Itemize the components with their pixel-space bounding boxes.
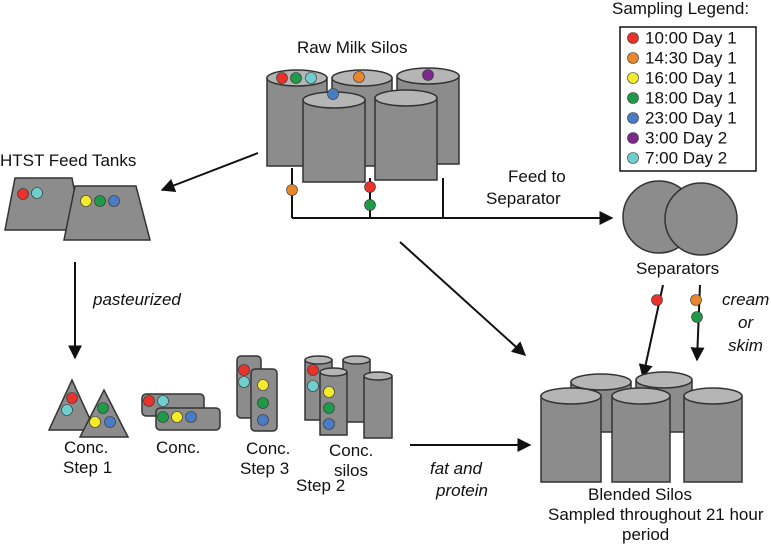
feed-to-label-line1: Feed to [508, 167, 566, 186]
sample-dot [157, 411, 169, 423]
legend-swatch [627, 132, 639, 144]
sample-dot [157, 395, 169, 407]
legend-swatch [627, 72, 639, 84]
htst-tanks [4, 177, 151, 241]
fat-protein-label-1: fat and [430, 459, 483, 478]
sample-dot [353, 71, 365, 83]
conc-silos-label-b: silos [334, 461, 368, 480]
sample-dot [171, 411, 183, 423]
sample-dot [257, 379, 269, 391]
skim-label: skim [728, 336, 763, 355]
legend-item-label: 7:00 Day 2 [645, 149, 727, 168]
sample-dots [17, 69, 703, 430]
conc-step3-label-b: Step 3 [240, 459, 289, 478]
sample-dot [307, 380, 319, 392]
sample-dot [323, 418, 335, 430]
sample-dot [143, 395, 155, 407]
legend-swatch [627, 112, 639, 124]
legend-swatch [627, 32, 639, 44]
legend-item-label: 14:30 Day 1 [645, 49, 737, 68]
sample-dot [305, 72, 317, 84]
sample-dot [66, 392, 78, 404]
sample-dot [323, 402, 335, 414]
blended-label-1: Blended Silos [588, 485, 692, 504]
raw-milk-silos [266, 67, 460, 183]
sample-dot [104, 416, 116, 428]
sample-dot [61, 404, 73, 416]
legend-item-label: 10:00 Day 1 [645, 29, 737, 48]
sampling-legend: Sampling Legend: 10:00 Day 114:30 Day 11… [612, 0, 757, 172]
sample-dot [94, 195, 106, 207]
separators [622, 180, 738, 256]
sample-dot [17, 188, 29, 200]
legend-swatch [627, 52, 639, 64]
conc-step1-label-a: Conc. [64, 438, 108, 457]
sample-dot [651, 294, 663, 306]
conc-silos-label-a: Conc. [329, 441, 373, 460]
sample-dot [286, 184, 298, 196]
sample-dot [323, 386, 335, 398]
sample-dot [364, 199, 376, 211]
arrow-raw-to-blended [399, 241, 527, 356]
feed-to-label-line2: Separator [486, 189, 561, 208]
conc-step1-tanks [47, 378, 130, 438]
sample-dot [89, 416, 101, 428]
conc-step1-label-b: Step 1 [63, 458, 112, 477]
sample-dot [80, 195, 92, 207]
arrow-to-htst [160, 152, 259, 193]
step2-label: Step 2 [296, 476, 345, 495]
legend-box [619, 26, 757, 172]
sample-dot [185, 411, 197, 423]
fat-protein-label-2: protein [435, 481, 488, 500]
legend-swatch [627, 92, 639, 104]
sample-dot [422, 69, 434, 81]
sample-dot [307, 364, 319, 376]
raw-milk-silos-label: Raw Milk Silos [297, 38, 408, 57]
legend-item-label: 16:00 Day 1 [645, 69, 737, 88]
sample-dot [690, 294, 702, 306]
sample-dot [31, 187, 43, 199]
legend-title: Sampling Legend: [612, 0, 749, 18]
htst-label: HTST Feed Tanks [0, 151, 136, 170]
separators-label: Separators [636, 259, 719, 278]
sample-dot [238, 376, 250, 388]
legend-item-label: 23:00 Day 1 [645, 109, 737, 128]
cream-label: cream [722, 290, 769, 309]
or-label: or [738, 313, 754, 332]
conc-step3-label-a: Conc. [246, 439, 290, 458]
sample-dot [276, 72, 288, 84]
blended-silos [540, 371, 743, 483]
pasteurized-label: pasteurized [92, 290, 181, 309]
blended-label-3: period [622, 525, 669, 544]
sample-dot [327, 88, 339, 100]
legend-item-label: 3:00 Day 2 [645, 129, 727, 148]
sample-dot [257, 414, 269, 426]
sample-dot [290, 72, 302, 84]
legend-item-label: 18:00 Day 1 [645, 89, 737, 108]
conc-step2-label: Conc. [156, 438, 200, 457]
blended-label-2: Sampled throughout 21 hour [548, 505, 764, 524]
legend-swatch [627, 152, 639, 164]
sample-dot [691, 311, 703, 323]
sample-dot [364, 181, 376, 193]
sample-dot [108, 195, 120, 207]
sample-dot [97, 402, 109, 414]
sample-dot [257, 397, 269, 409]
sample-dot [238, 364, 250, 376]
